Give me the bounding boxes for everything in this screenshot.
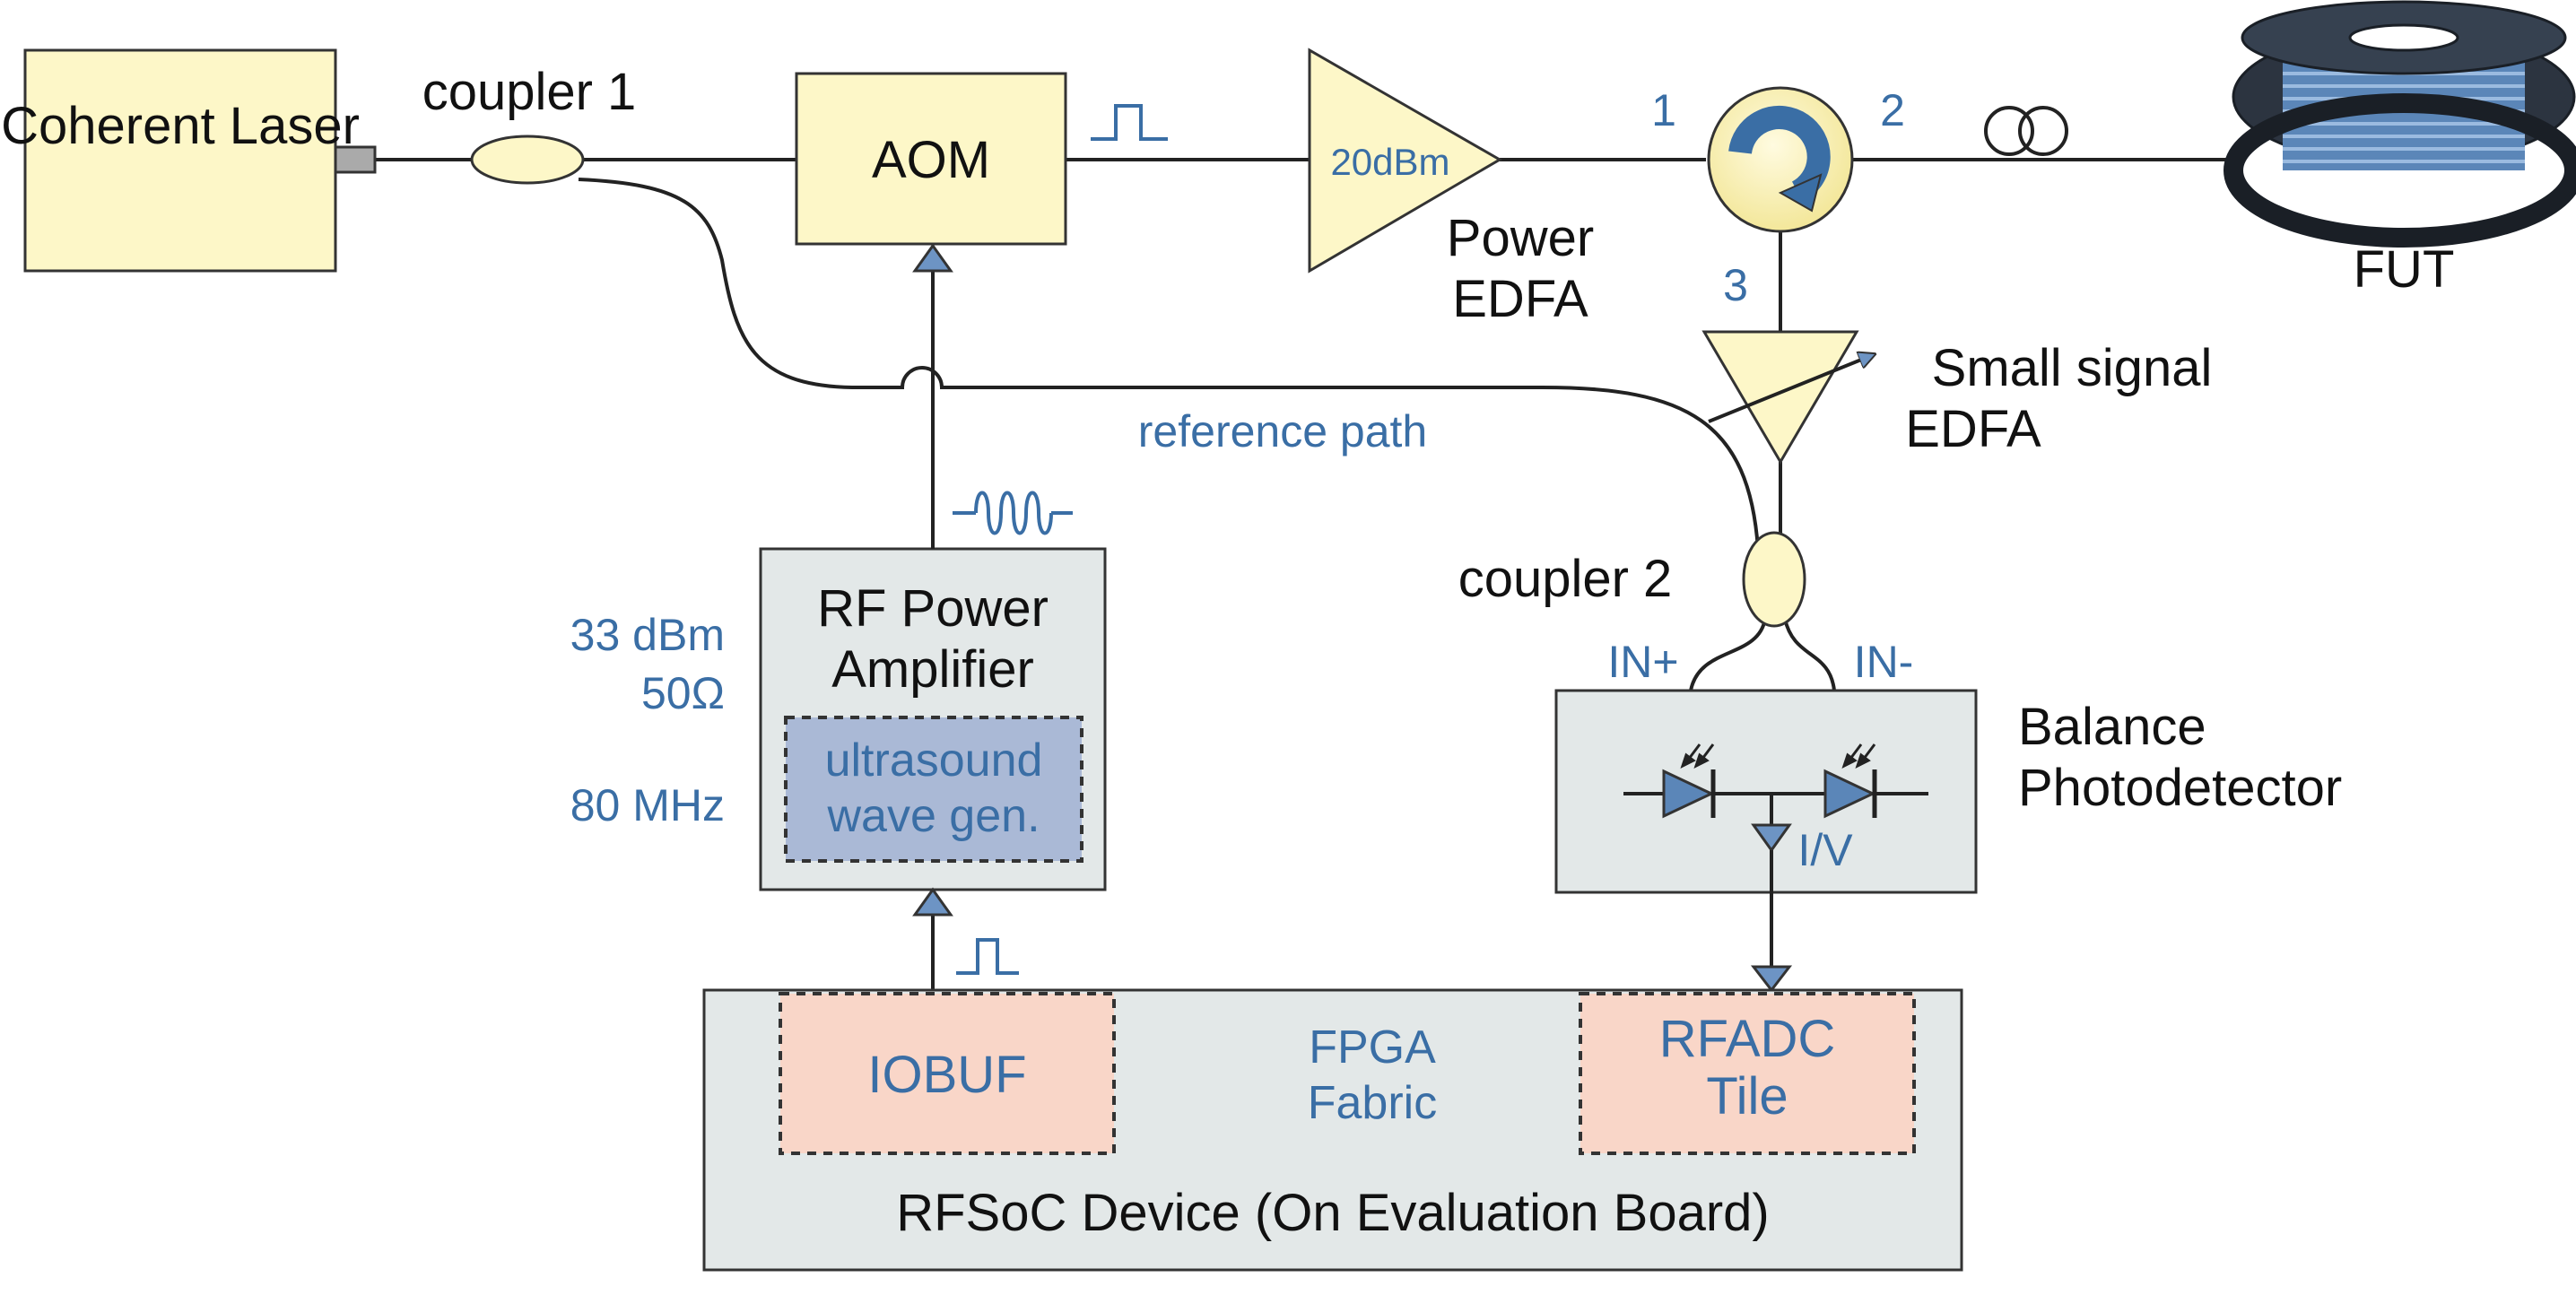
- iv-label: I/V: [1797, 825, 1853, 875]
- laser-label: Coherent Laser: [1, 97, 360, 155]
- light-incident-icon: [1680, 743, 1876, 769]
- rfadc-input-arrow: [1750, 965, 1793, 993]
- coupler-1: coupler 1: [422, 63, 637, 185]
- photodiode-1-icon: [1662, 769, 1715, 819]
- variable-gain-arrow: [1708, 354, 1875, 423]
- laser-output-connector: [334, 145, 377, 174]
- aom-label: AOM: [872, 131, 990, 189]
- fiber-coupler2-inplus: [1689, 618, 1767, 691]
- fut-label: FUT: [2354, 240, 2455, 299]
- circulator-arrow-icon: [1728, 105, 1831, 203]
- reference-path-label: reference path: [1138, 406, 1427, 456]
- fiber-spool-fut: FUT: [2224, 0, 2576, 299]
- coherent-laser: Coherent Laser: [1, 48, 377, 273]
- rf-spec-frequency: 80 MHz: [570, 780, 725, 830]
- rfsoc-label: RFSoC Device (On Evaluation Board): [896, 1184, 1770, 1242]
- circulator-port-1: 1: [1651, 85, 1676, 135]
- coupler-2: coupler 2 IN+ IN-: [1458, 531, 1914, 687]
- fiber-reference-path: [578, 178, 1760, 550]
- photodiode-2-icon: [1823, 769, 1876, 819]
- rf-spec-power: 33 dBm: [570, 610, 725, 660]
- detector-input-plus: IN+: [1607, 637, 1678, 687]
- power-edfa-gain: 20dBm: [1330, 141, 1449, 183]
- coupler2-label: coupler 2: [1458, 550, 1673, 608]
- pulse-icon-aom: [1091, 104, 1168, 141]
- aom-input-arrow: [912, 243, 953, 273]
- svg-text:Coherent Laser: Coherent Laser: [1, 97, 360, 155]
- rfamp-input-arrow: [912, 887, 953, 917]
- detector-input-minus: IN-: [1854, 637, 1914, 687]
- fiber-loop-icon: [1984, 106, 2068, 156]
- rf-burst-icon: [953, 491, 1073, 535]
- rf-spec-impedance: 50Ω: [641, 668, 725, 718]
- iobuf-label: IOBUF: [867, 1046, 1026, 1104]
- aom: AOM: [795, 72, 1067, 246]
- coupler1-label: coupler 1: [422, 63, 637, 121]
- iv-converter-icon: [1751, 823, 1792, 853]
- fiber-coupler2-inminus: [1783, 618, 1836, 691]
- circulator-port-3: 3: [1723, 260, 1748, 310]
- pulse-icon-iobuf: [956, 938, 1019, 975]
- circulator-port-2: 2: [1880, 85, 1905, 135]
- circulator: 1 2 3: [1651, 85, 1905, 310]
- optical-fibers: [375, 106, 2242, 691]
